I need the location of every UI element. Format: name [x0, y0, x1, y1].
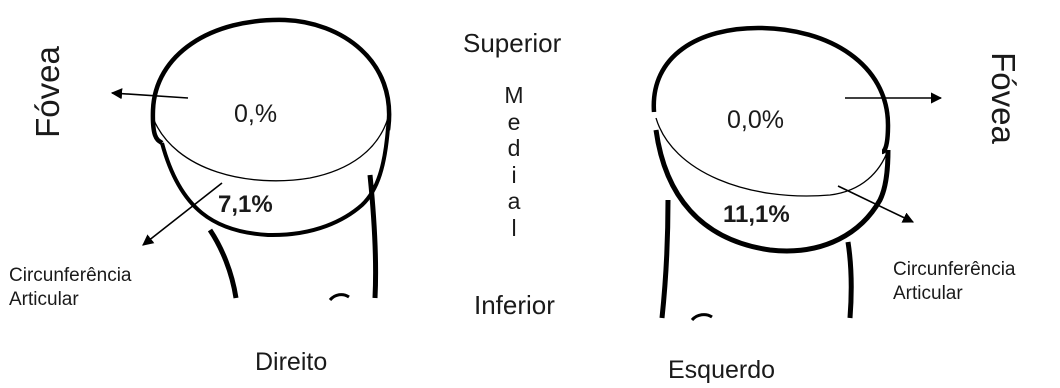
right-fovea-label: Fóvea [29, 46, 67, 138]
left-radial-head [654, 28, 888, 320]
medial-letter: i [504, 164, 524, 191]
medial-letter: e [504, 111, 524, 138]
left-articular-arrow [838, 186, 913, 222]
superior-label: Superior [463, 30, 561, 56]
right-neck-right [370, 175, 376, 298]
left-articular-label: Circunferência Articular [893, 258, 1016, 306]
right-radial-head [153, 20, 389, 300]
right-articular-percent: 7,1% [218, 193, 273, 217]
right-fovea-arrow [112, 93, 188, 98]
left-neck-left [662, 200, 668, 318]
right-articular-label: Circunferência Articular [9, 264, 132, 312]
right-neck-left [210, 230, 236, 298]
left-shaft-mark [692, 315, 712, 320]
left-fovea-label: Fóvea [984, 52, 1022, 144]
medial-letter: a [504, 190, 524, 217]
inferior-label: Inferior [474, 292, 555, 318]
medial-letter: M [504, 84, 524, 111]
left-caption: Esquerdo [668, 358, 775, 383]
right-fovea-percent: 0,% [234, 102, 277, 127]
right-caption: Direito [255, 350, 327, 375]
left-fovea-percent: 0,0% [727, 108, 784, 133]
left-articular-outline [656, 130, 888, 251]
medial-letter: d [504, 137, 524, 164]
left-neck-right [848, 242, 851, 318]
right-shaft-mark [330, 295, 349, 300]
left-articular-percent: 11,1% [723, 203, 790, 227]
medial-letter: l [504, 217, 524, 244]
